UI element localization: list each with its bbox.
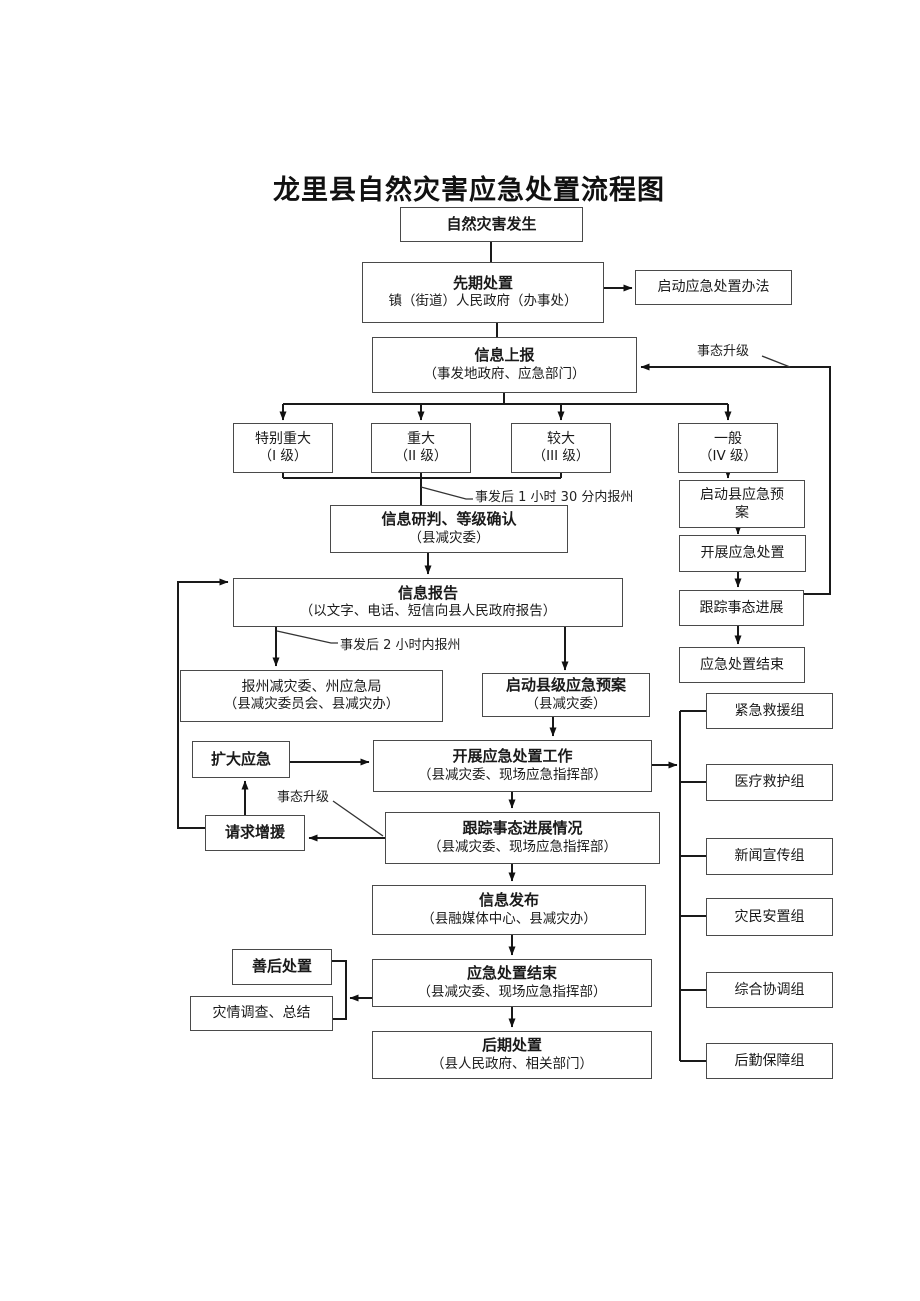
leader-escalate-top bbox=[761, 355, 791, 368]
leader-escalate-left bbox=[332, 800, 384, 837]
node-expand-emergency: 扩大应急 bbox=[192, 741, 290, 778]
node-start-county-plan: 启动县级应急预案 （县减灾委） bbox=[482, 673, 650, 717]
node-group-news: 新闻宣传组 bbox=[706, 838, 833, 875]
node-right-carry-out: 开展应急处置 bbox=[679, 535, 806, 572]
edge-groups-trunk bbox=[679, 710, 706, 1062]
node-group-resettle: 灾民安置组 bbox=[706, 898, 833, 936]
label-report-90min: 事发后 1 小时 30 分内报州 bbox=[475, 490, 634, 505]
node-track-situation: 跟踪事态进展情况 （县减灾委、现场应急指挥部） bbox=[385, 812, 660, 864]
page-title: 龙里县自然灾害应急处置流程图 bbox=[273, 175, 665, 206]
node-group-coordination: 综合协调组 bbox=[706, 972, 833, 1008]
node-info-report-up: 信息上报 （事发地政府、应急部门） bbox=[372, 337, 637, 393]
node-report-to-prefecture: 报州减灾委、州应急局 （县减灾委员会、县减灾办） bbox=[180, 670, 443, 722]
node-emergency-end: 应急处置结束 （县减灾委、现场应急指挥部） bbox=[372, 959, 652, 1007]
node-post-disposal: 后期处置 （县人民政府、相关部门） bbox=[372, 1031, 652, 1079]
node-right-end: 应急处置结束 bbox=[679, 647, 805, 683]
node-level-1: 特别重大 （I 级） bbox=[233, 423, 333, 473]
leader-report2h bbox=[276, 630, 338, 644]
node-right-start-plan: 启动县应急预案 bbox=[679, 480, 805, 528]
node-level-3: 较大 （III 级） bbox=[511, 423, 611, 473]
node-info-release: 信息发布 （县融媒体中心、县减灾办） bbox=[372, 885, 646, 935]
node-group-logistics: 后勤保障组 bbox=[706, 1043, 833, 1079]
label-escalate-left: 事态升级 bbox=[277, 790, 330, 805]
node-info-report: 信息报告 （以文字、电话、短信向县人民政府报告） bbox=[233, 578, 623, 627]
node-level-2: 重大 （II 级） bbox=[371, 423, 471, 473]
node-aftermath: 善后处置 bbox=[232, 949, 332, 985]
node-group-medical: 医疗救护组 bbox=[706, 764, 833, 801]
node-group-rescue: 紧急救援组 bbox=[706, 693, 833, 729]
node-request-reinforcement: 请求增援 bbox=[205, 815, 305, 851]
node-initial-disposal: 先期处置 镇（街道）人民政府（办事处） bbox=[362, 262, 604, 323]
node-carry-out-work: 开展应急处置工作 （县减灾委、现场应急指挥部） bbox=[373, 740, 652, 792]
node-info-judgement: 信息研判、等级确认 （县减灾委） bbox=[330, 505, 568, 553]
edge-level-branch bbox=[283, 393, 728, 405]
edge-aftermath-bracket bbox=[332, 960, 347, 1020]
label-report-2h: 事发后 2 小时内报州 bbox=[340, 638, 461, 653]
label-escalate-top: 事态升级 bbox=[697, 344, 750, 359]
node-disaster-occur: 自然灾害发生 bbox=[400, 207, 583, 242]
node-level-4: 一般 （IV 级） bbox=[678, 423, 778, 473]
leader-report90 bbox=[420, 486, 473, 500]
node-disaster-investigation: 灾情调查、总结 bbox=[190, 996, 333, 1031]
node-right-track: 跟踪事态进展 bbox=[679, 590, 804, 626]
node-start-emergency-measures: 启动应急处置办法 bbox=[635, 270, 792, 305]
